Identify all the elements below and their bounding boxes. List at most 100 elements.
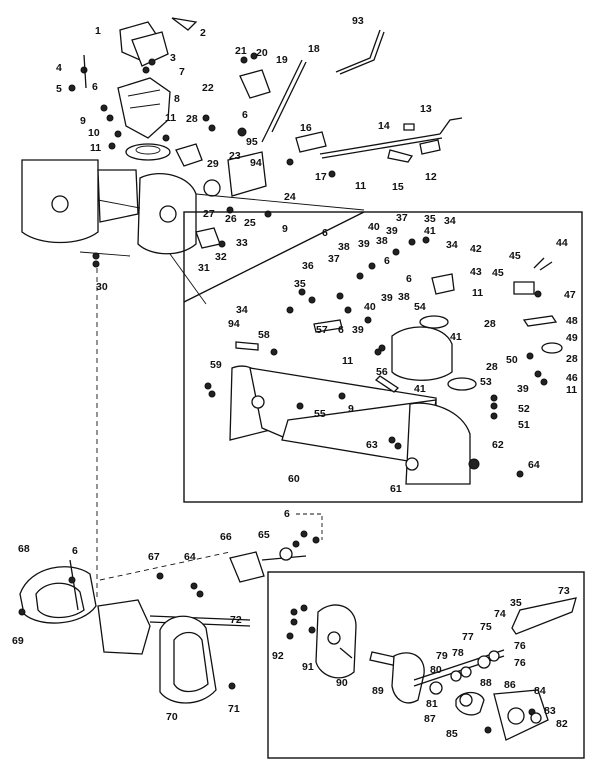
callout-95: 95 <box>246 136 258 148</box>
callout-39d: 39 <box>352 324 364 336</box>
callout-54: 54 <box>414 301 426 313</box>
callout-labels: 1 2 3 4 5 6 7 8 9 10 11 11 12 13 14 15 1… <box>12 15 578 740</box>
callout-43: 43 <box>470 266 482 278</box>
callout-67: 67 <box>148 551 160 563</box>
callout-10: 10 <box>88 127 100 139</box>
callout-34: 34 <box>444 215 456 227</box>
auger-housing-upper <box>21 159 197 257</box>
callout-11: 11 <box>90 142 101 154</box>
callout-60: 60 <box>288 473 300 485</box>
callout-84: 84 <box>534 685 546 697</box>
callout-8: 8 <box>174 93 180 105</box>
callout-44: 44 <box>556 237 568 249</box>
callout-36: 36 <box>302 260 314 272</box>
callout-51: 51 <box>518 419 530 431</box>
callout-11d: 11 <box>342 355 353 367</box>
callout-92: 92 <box>272 650 284 662</box>
callout-30: 30 <box>96 281 108 293</box>
callout-9c: 9 <box>348 403 354 415</box>
callout-55: 55 <box>314 408 326 420</box>
callout-28b: 28 <box>484 318 496 330</box>
callout-64: 64 <box>528 459 540 471</box>
callout-6e: 6 <box>406 273 412 285</box>
callout-37b: 37 <box>328 253 340 265</box>
callout-6: 6 <box>92 81 98 93</box>
callout-75: 75 <box>480 621 492 633</box>
callout-2: 2 <box>200 27 206 39</box>
callout-25: 25 <box>244 217 256 229</box>
callout-11f: 11 <box>566 384 577 396</box>
callout-59: 59 <box>210 359 222 371</box>
callout-47: 47 <box>564 289 576 301</box>
callout-93: 93 <box>352 15 364 27</box>
callout-40: 40 <box>368 221 380 233</box>
callout-22: 22 <box>202 82 214 94</box>
chute-assembly <box>68 17 198 161</box>
callout-70: 70 <box>166 711 178 723</box>
callout-65: 65 <box>258 529 270 541</box>
callout-45b: 45 <box>492 267 504 279</box>
callout-82: 82 <box>556 718 568 730</box>
callout-28c: 28 <box>486 361 498 373</box>
callout-38: 38 <box>338 241 350 253</box>
callout-94b: 94 <box>228 318 240 330</box>
callout-34c: 34 <box>236 304 248 316</box>
callout-85: 85 <box>446 728 458 740</box>
callout-79: 79 <box>436 650 448 662</box>
callout-31: 31 <box>198 262 210 274</box>
callout-28: 28 <box>186 113 198 125</box>
callout-77: 77 <box>462 631 474 643</box>
callout-80: 80 <box>430 664 442 676</box>
leader-line <box>169 253 207 305</box>
callout-78: 78 <box>452 647 464 659</box>
callout-13: 13 <box>420 103 432 115</box>
callout-1: 1 <box>95 25 101 37</box>
callout-76b: 76 <box>514 657 526 669</box>
callout-3: 3 <box>170 52 176 64</box>
callout-42: 42 <box>470 243 482 255</box>
callout-39b: 39 <box>358 238 370 250</box>
callout-33: 33 <box>236 237 248 249</box>
callout-94a: 94 <box>250 157 262 169</box>
callout-61: 61 <box>390 483 402 495</box>
housing-detail-inset <box>183 211 583 503</box>
callout-5: 5 <box>56 83 62 95</box>
callout-38b: 38 <box>376 235 388 247</box>
callout-53: 53 <box>480 376 492 388</box>
callout-88: 88 <box>480 677 492 689</box>
callout-38c: 38 <box>398 291 410 303</box>
callout-21: 21 <box>235 45 247 57</box>
leader-line <box>195 193 365 211</box>
callout-86: 86 <box>504 679 516 691</box>
callout-23: 23 <box>229 150 241 162</box>
callout-35c: 35 <box>510 597 522 609</box>
callout-73: 73 <box>558 585 570 597</box>
callout-71: 71 <box>228 703 240 715</box>
callout-6h: 6 <box>284 508 290 520</box>
callout-87: 87 <box>424 713 436 725</box>
callout-90: 90 <box>336 677 348 689</box>
gearbox-detail-inset <box>267 571 585 759</box>
callout-28d: 28 <box>566 353 578 365</box>
callout-18: 18 <box>308 43 320 55</box>
callout-37: 37 <box>396 212 408 224</box>
callout-35b: 35 <box>294 278 306 290</box>
callout-34b: 34 <box>446 239 458 251</box>
callout-81: 81 <box>426 698 438 710</box>
callout-6f: 6 <box>338 324 344 336</box>
callout-66: 66 <box>220 531 232 543</box>
callout-91: 91 <box>302 661 314 673</box>
callout-17: 17 <box>315 171 327 183</box>
callout-50: 50 <box>506 354 518 366</box>
callout-12: 12 <box>425 171 437 183</box>
callout-27: 27 <box>203 208 215 220</box>
callout-62: 62 <box>492 439 504 451</box>
callout-26: 26 <box>225 213 237 225</box>
callout-63: 63 <box>366 439 378 451</box>
callout-29: 29 <box>207 158 219 170</box>
auger-assembly <box>18 513 323 704</box>
inset-notch <box>183 211 365 303</box>
callout-56: 56 <box>376 366 388 378</box>
callout-11e: 11 <box>472 287 483 299</box>
